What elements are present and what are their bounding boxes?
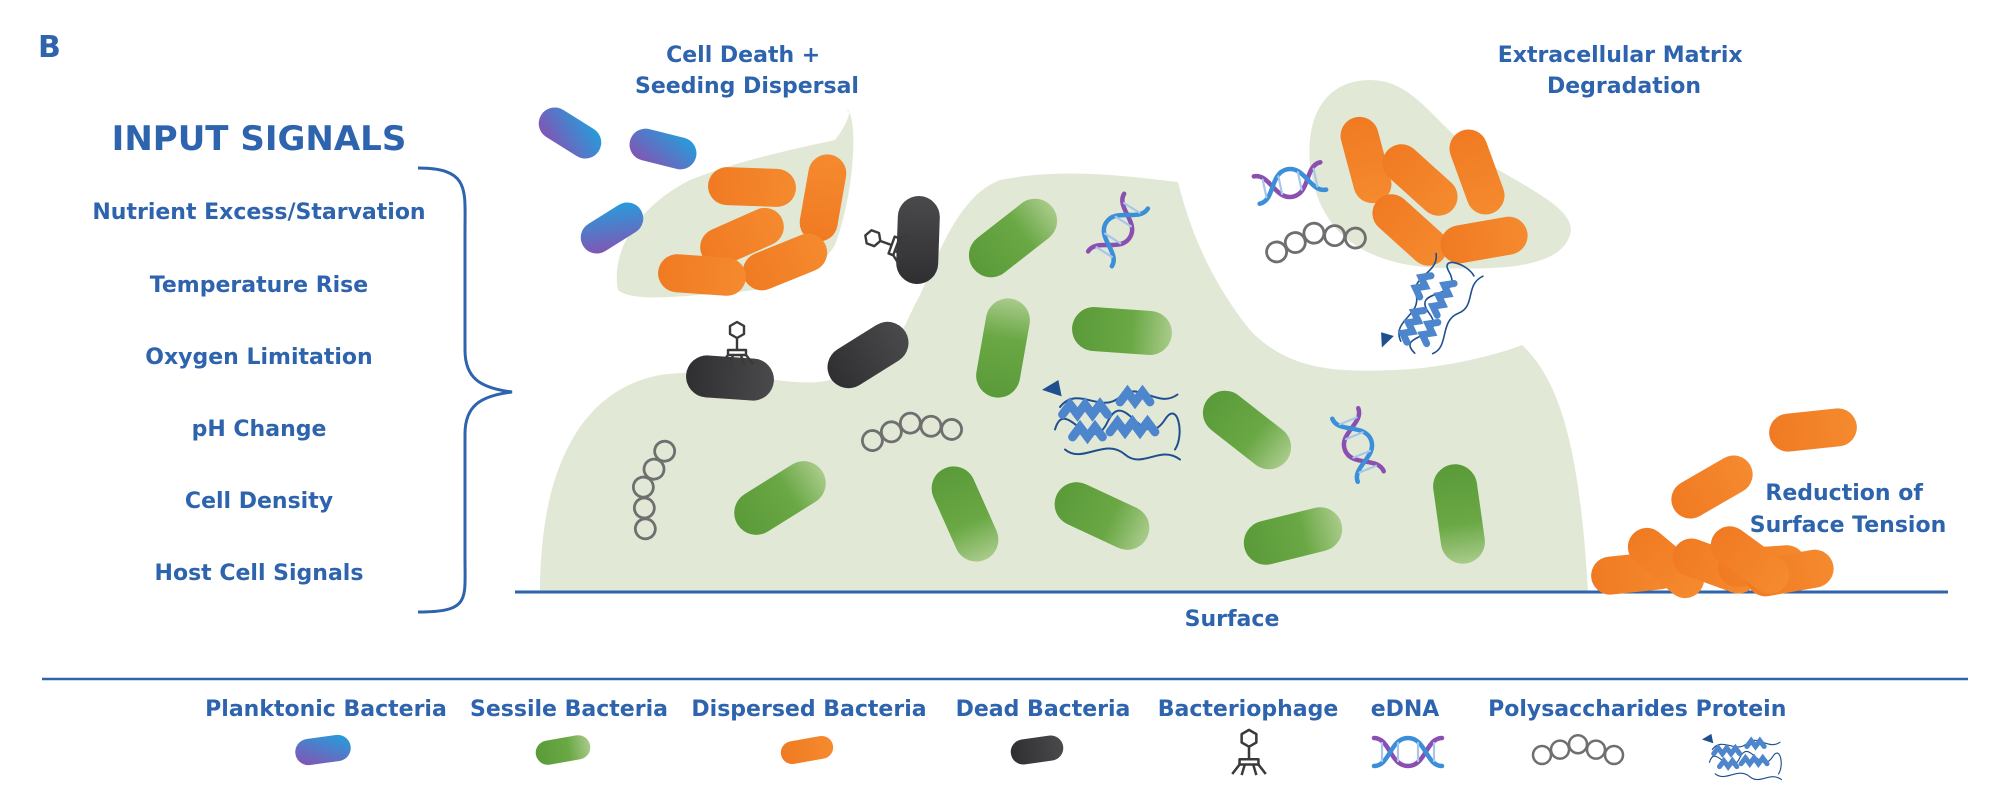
legend-item-planktonic: Planktonic Bacteria bbox=[205, 697, 447, 767]
legend-label: Protein bbox=[1696, 697, 1787, 722]
signal-item: Nutrient Excess/Starvation bbox=[92, 200, 425, 225]
legend-item-protein: Protein bbox=[1696, 697, 1787, 780]
legend-label: Bacteriophage bbox=[1158, 697, 1339, 722]
cell-death-label: Cell Death + Seeding Dispersal bbox=[635, 43, 859, 99]
legend-item-dispersed: Dispersed Bacteria bbox=[691, 697, 926, 766]
panel-label: B bbox=[38, 30, 61, 65]
signal-item: Temperature Rise bbox=[150, 273, 368, 298]
ecm-degradation-label: Extracellular Matrix Degradation bbox=[1498, 43, 1751, 99]
legend-label: Dead Bacteria bbox=[956, 697, 1131, 722]
signal-item: pH Change bbox=[192, 417, 327, 442]
legend-label: Polysaccharides bbox=[1488, 697, 1688, 722]
legend-label: Sessile Bacteria bbox=[470, 697, 668, 722]
surface-tension-label: Reduction of Surface Tension bbox=[1750, 481, 1946, 538]
protein-icon bbox=[1704, 735, 1782, 780]
legend-item-edna: eDNA bbox=[1371, 697, 1442, 766]
signals-brace bbox=[418, 168, 512, 612]
polysaccharides-icon bbox=[1533, 735, 1623, 764]
signal-item: Oxygen Limitation bbox=[145, 345, 372, 370]
signal-item: Host Cell Signals bbox=[155, 561, 364, 586]
input-signals-list: Nutrient Excess/Starvation Temperature R… bbox=[92, 200, 425, 586]
surface-label: Surface bbox=[1185, 607, 1280, 632]
edna-icon bbox=[1374, 738, 1442, 766]
bacteriophage-icon bbox=[1232, 730, 1266, 775]
legend-label: Planktonic Bacteria bbox=[205, 697, 447, 722]
input-signals-title: INPUT SIGNALS bbox=[112, 119, 407, 159]
legend-item-polysaccharides: Polysaccharides bbox=[1488, 697, 1688, 764]
legend: Planktonic Bacteria Sessile Bacteria Dis… bbox=[205, 697, 1786, 780]
legend-label: eDNA bbox=[1371, 697, 1440, 722]
dispersed-cluster-surface bbox=[1589, 407, 1858, 606]
legend-item-sessile: Sessile Bacteria bbox=[470, 697, 668, 767]
legend-item-dead: Dead Bacteria bbox=[956, 697, 1131, 766]
legend-label: Dispersed Bacteria bbox=[691, 697, 926, 722]
legend-item-bacteriophage: Bacteriophage bbox=[1158, 697, 1339, 775]
signal-item: Cell Density bbox=[185, 489, 333, 514]
